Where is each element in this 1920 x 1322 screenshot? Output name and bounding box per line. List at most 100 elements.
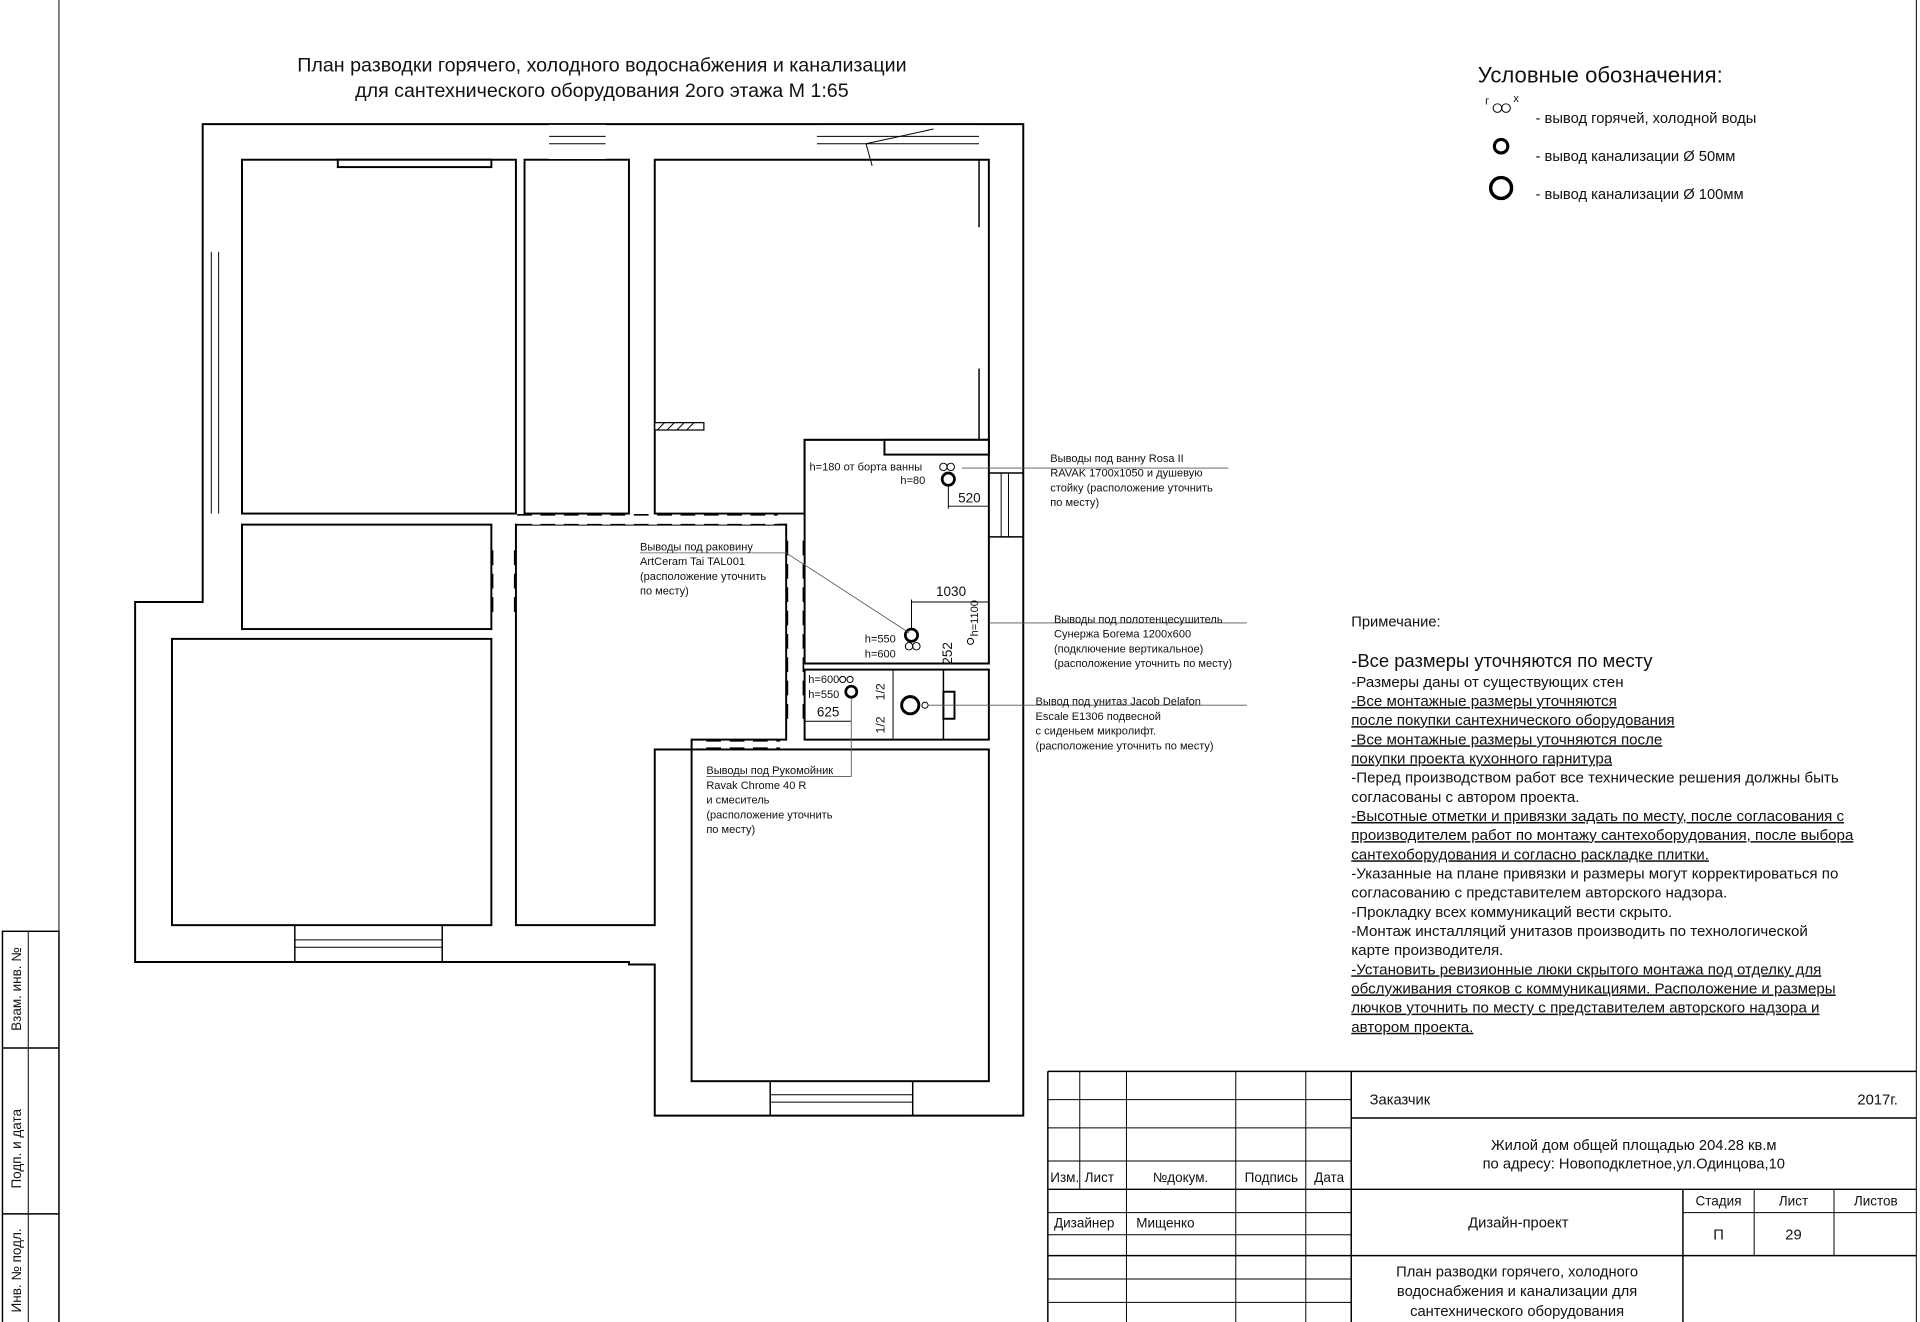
bath-ledge [883, 438, 990, 456]
handbasin-label: Выводы под Рукомойник Ravak Chrome 40 R … [706, 765, 833, 836]
svg-text:h=1100: h=1100 [969, 600, 981, 636]
header-izm: Изм. [1050, 1170, 1079, 1185]
svg-text:h=550: h=550 [808, 689, 839, 701]
side-stamp: Взам. инв. № Подп. и дата Инв. № подл. [1, 930, 60, 1322]
stamp-replace-inv: Взам. инв. № [9, 947, 24, 1031]
cold-water-icon [946, 462, 955, 472]
header-doc: №докум. [1153, 1170, 1209, 1185]
svg-text:г: г [1485, 95, 1489, 107]
notes-heading: Примечание: [1351, 615, 1440, 631]
svg-text:h=550: h=550 [865, 634, 896, 646]
svg-text:Ravak Chrome 40 R: Ravak Chrome 40 R [706, 780, 806, 792]
stage-label: Стадия [1696, 1193, 1742, 1208]
stamp-inv-orig: Инв. № подл. [9, 1228, 24, 1312]
svg-text:по месту): по месту) [1050, 497, 1099, 509]
svg-text:(подключение вертикальное): (подключение вертикальное) [1054, 643, 1203, 655]
cold-water-icon [846, 675, 854, 683]
note-line: покупки проекта кухонного гарнитура [1351, 750, 1612, 767]
customer-label: Заказчик [1370, 1093, 1431, 1109]
svg-text:(расположение уточнить: (расположение уточнить [640, 571, 766, 583]
room-wc [803, 668, 990, 741]
sewer-100-icon [1488, 175, 1514, 201]
bath-height-label: h=180 от борта ванны [810, 462, 923, 474]
sewer-100-icon [900, 695, 921, 716]
sewer-50-icon [1492, 137, 1510, 155]
svg-text:252: 252 [940, 642, 955, 665]
svg-text:1030: 1030 [936, 584, 966, 599]
sheet-label: Лист [1779, 1193, 1808, 1208]
svg-text:RAVAK 1700x1050 и душевую: RAVAK 1700x1050 и душевую [1050, 468, 1202, 480]
designer-name: Мищенко [1136, 1215, 1194, 1230]
legend: Условные обозначения: г х - вывод горяче… [1478, 62, 1757, 203]
object-line1: Жилой дом общей площадью 204.28 кв.м [1491, 1138, 1777, 1154]
svg-text:(расположение уточнить по мест: (расположение уточнить по месту) [1036, 740, 1214, 752]
svg-text:Выводы под ванну Rosa II: Выводы под ванну Rosa II [1050, 453, 1183, 465]
window [988, 472, 1024, 538]
stamp-sign-date: Подп. и дата [9, 1109, 24, 1189]
note-line: -Указанные на плане привязки и размеры м… [1351, 865, 1838, 882]
svg-text:Escale E1306 подвесной: Escale E1306 подвесной [1036, 711, 1161, 723]
svg-text:Выводы под раковину: Выводы под раковину [640, 541, 753, 553]
note-line: -Все монтажные размеры уточняются [1351, 693, 1617, 710]
note-line: -Высотные отметки и привязки задать по м… [1351, 808, 1844, 825]
leader-line [706, 697, 852, 777]
room-hall [514, 523, 788, 927]
note-line: после покупки сантехнического оборудован… [1351, 712, 1674, 729]
legend-heading: Условные обозначения: [1478, 62, 1723, 87]
plan-title-line1: План разводки горячего, холодного водосн… [297, 54, 906, 76]
bath-outlets: h=180 от борта ванны h=80 520 [810, 462, 1229, 509]
svg-text:по месту): по месту) [640, 586, 689, 598]
svg-text:Выводы под полотенцесушитель: Выводы под полотенцесушитель [1054, 614, 1223, 626]
bath-dimension: 520 [958, 491, 981, 506]
wall-niche [336, 158, 493, 169]
svg-text:по месту): по месту) [706, 824, 755, 836]
svg-text:Вывод под унитаз Jacob Delafon: Вывод под унитаз Jacob Delafon [1036, 696, 1201, 708]
sink-label: Выводы под раковину ArtCeram Tai TAL001 … [640, 541, 766, 597]
svg-text:1/2: 1/2 [873, 683, 887, 700]
sewer-50-icon [940, 471, 956, 487]
svg-text:Выводы под Рукомойник: Выводы под Рукомойник [706, 765, 833, 777]
room-bedroom-1 [241, 158, 517, 515]
wc-outlets: 1/2 1/2 h=600 h=550 625 [706, 669, 1247, 777]
hatched-element [654, 422, 705, 431]
note-line: лючков уточнить по месту с представителе… [1351, 1000, 1819, 1017]
svg-text:1/2: 1/2 [873, 716, 887, 733]
svg-text:с сиденьем микролифт.: с сиденьем микролифт. [1036, 726, 1157, 738]
designer-role: Дизайнер [1054, 1215, 1114, 1230]
svg-text:625: 625 [817, 704, 840, 719]
window [201, 251, 243, 514]
note-line: -Монтаж инсталляций унитазов производить… [1351, 923, 1808, 940]
header-list: Лист [1085, 1170, 1114, 1185]
hot-water-icon [839, 675, 847, 683]
room-bedroom-3 [170, 637, 493, 927]
svg-text:х: х [1513, 93, 1519, 105]
note-line: карте производителя. [1351, 942, 1503, 959]
note-line: производителем работ по монтажу сантехоб… [1351, 827, 1854, 844]
svg-text:(расположение уточнить по мест: (расположение уточнить по месту) [1054, 658, 1232, 670]
svg-text:- вывод канализации Ø 50мм: - вывод канализации Ø 50мм [1536, 149, 1736, 165]
towel-outlet-icon [966, 637, 975, 645]
svg-text:и смеситель: и смеситель [706, 795, 769, 807]
window [816, 125, 980, 166]
note-line: -Прокладку всех коммуникаций вести скрыт… [1351, 904, 1672, 921]
svg-text:Сунержа Богема 1200x600: Сунержа Богема 1200x600 [1054, 629, 1191, 641]
plan-title-line2: для сантехнического оборудования 2ого эт… [355, 80, 849, 102]
year: 2017г. [1857, 1093, 1897, 1109]
window [769, 1081, 914, 1116]
note-line: обслуживания стояков с коммуникациями. Р… [1351, 980, 1835, 997]
project-type: Дизайн-проект [1468, 1215, 1569, 1231]
leader-line [640, 552, 910, 634]
drawing-title: План разводки горячего, холодного [1396, 1265, 1638, 1281]
sheets-label: Листов [1854, 1193, 1898, 1208]
note-line: -Установить ревизионные люки скрытого мо… [1351, 961, 1821, 978]
window [549, 123, 606, 161]
note-line: согласованию с представителем авторского… [1351, 885, 1727, 902]
room-bedroom-4 [690, 748, 990, 1083]
sewer-50-icon [844, 684, 859, 699]
note-line: согласованы с автором проекта. [1351, 789, 1579, 806]
header-date: Дата [1314, 1170, 1344, 1185]
svg-text:h=600: h=600 [865, 648, 896, 660]
stage-value: П [1713, 1228, 1724, 1244]
hot-cold-water-icon: г х [1485, 93, 1519, 113]
doorways [491, 513, 805, 750]
